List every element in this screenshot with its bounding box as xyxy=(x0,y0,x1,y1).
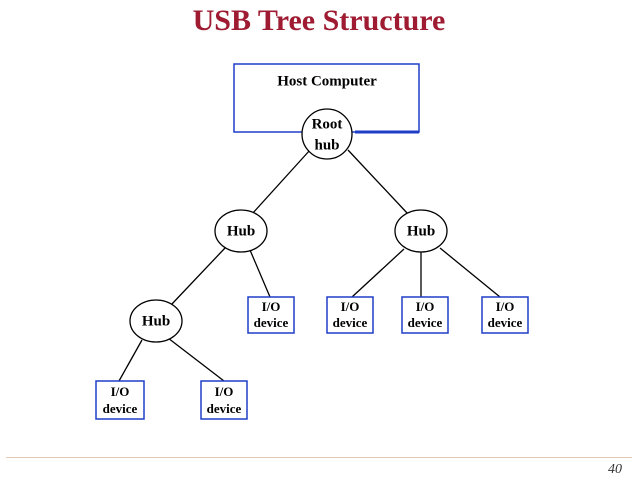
io-device-box xyxy=(401,296,449,334)
connector-bottom-hub-device-5 xyxy=(118,339,143,382)
connector-bottom-hub-device-6 xyxy=(167,337,225,382)
io-device-box xyxy=(326,296,374,334)
io-device-label-line1: I/O xyxy=(111,384,130,399)
io-device-label-line1: I/O xyxy=(215,384,234,399)
io-device-label-line1: I/O xyxy=(262,299,281,314)
io-device: I/O device xyxy=(401,296,449,334)
io-device-label-line2: device xyxy=(488,315,523,330)
connectors xyxy=(118,149,501,382)
io-device-label-line1: I/O xyxy=(496,299,515,314)
slide-title: USB Tree Structure xyxy=(192,4,446,37)
io-device-label-line1: I/O xyxy=(416,299,435,314)
io-device-box xyxy=(200,380,248,420)
io-device-box xyxy=(95,380,145,420)
io-device: I/O device xyxy=(200,380,248,420)
connector-right-hub-device-2 xyxy=(351,248,405,298)
io-device: I/O device xyxy=(247,296,295,334)
root-hub-node xyxy=(301,108,353,160)
root-hub-label-line1: Root xyxy=(312,116,343,132)
connector-left-hub-device-1 xyxy=(249,249,271,298)
io-device-label-line2: device xyxy=(333,315,368,330)
io-device-box xyxy=(247,296,295,334)
io-device-label-line2: device xyxy=(207,401,242,416)
hub-node-right xyxy=(394,209,448,253)
page-number: 40 xyxy=(608,462,622,477)
connector-left-hub-bottom-hub xyxy=(170,247,226,306)
host-computer-label: Host Computer xyxy=(277,73,377,89)
hub-label-bottom: Hub xyxy=(142,313,170,329)
io-device-label-line2: device xyxy=(408,315,443,330)
io-device-label-line2: device xyxy=(254,315,289,330)
connector-right-hub-device-4 xyxy=(439,247,501,298)
root-hub-label-line2: hub xyxy=(314,137,339,153)
hub-label-left: Hub xyxy=(227,223,255,239)
hub-label-right: Hub xyxy=(407,223,435,239)
hub-node-bottom xyxy=(129,299,183,343)
connector-root-left-hub xyxy=(251,149,311,215)
hub-node-left xyxy=(214,209,268,253)
io-device: I/O device xyxy=(326,296,374,334)
io-device: I/O device xyxy=(481,296,529,334)
connector-root-right-hub xyxy=(347,149,409,215)
io-device-box xyxy=(481,296,529,334)
io-device-label-line2: device xyxy=(103,401,138,416)
footer-divider xyxy=(6,457,632,458)
io-device-label-line1: I/O xyxy=(341,299,360,314)
io-device: I/O device xyxy=(95,380,145,420)
